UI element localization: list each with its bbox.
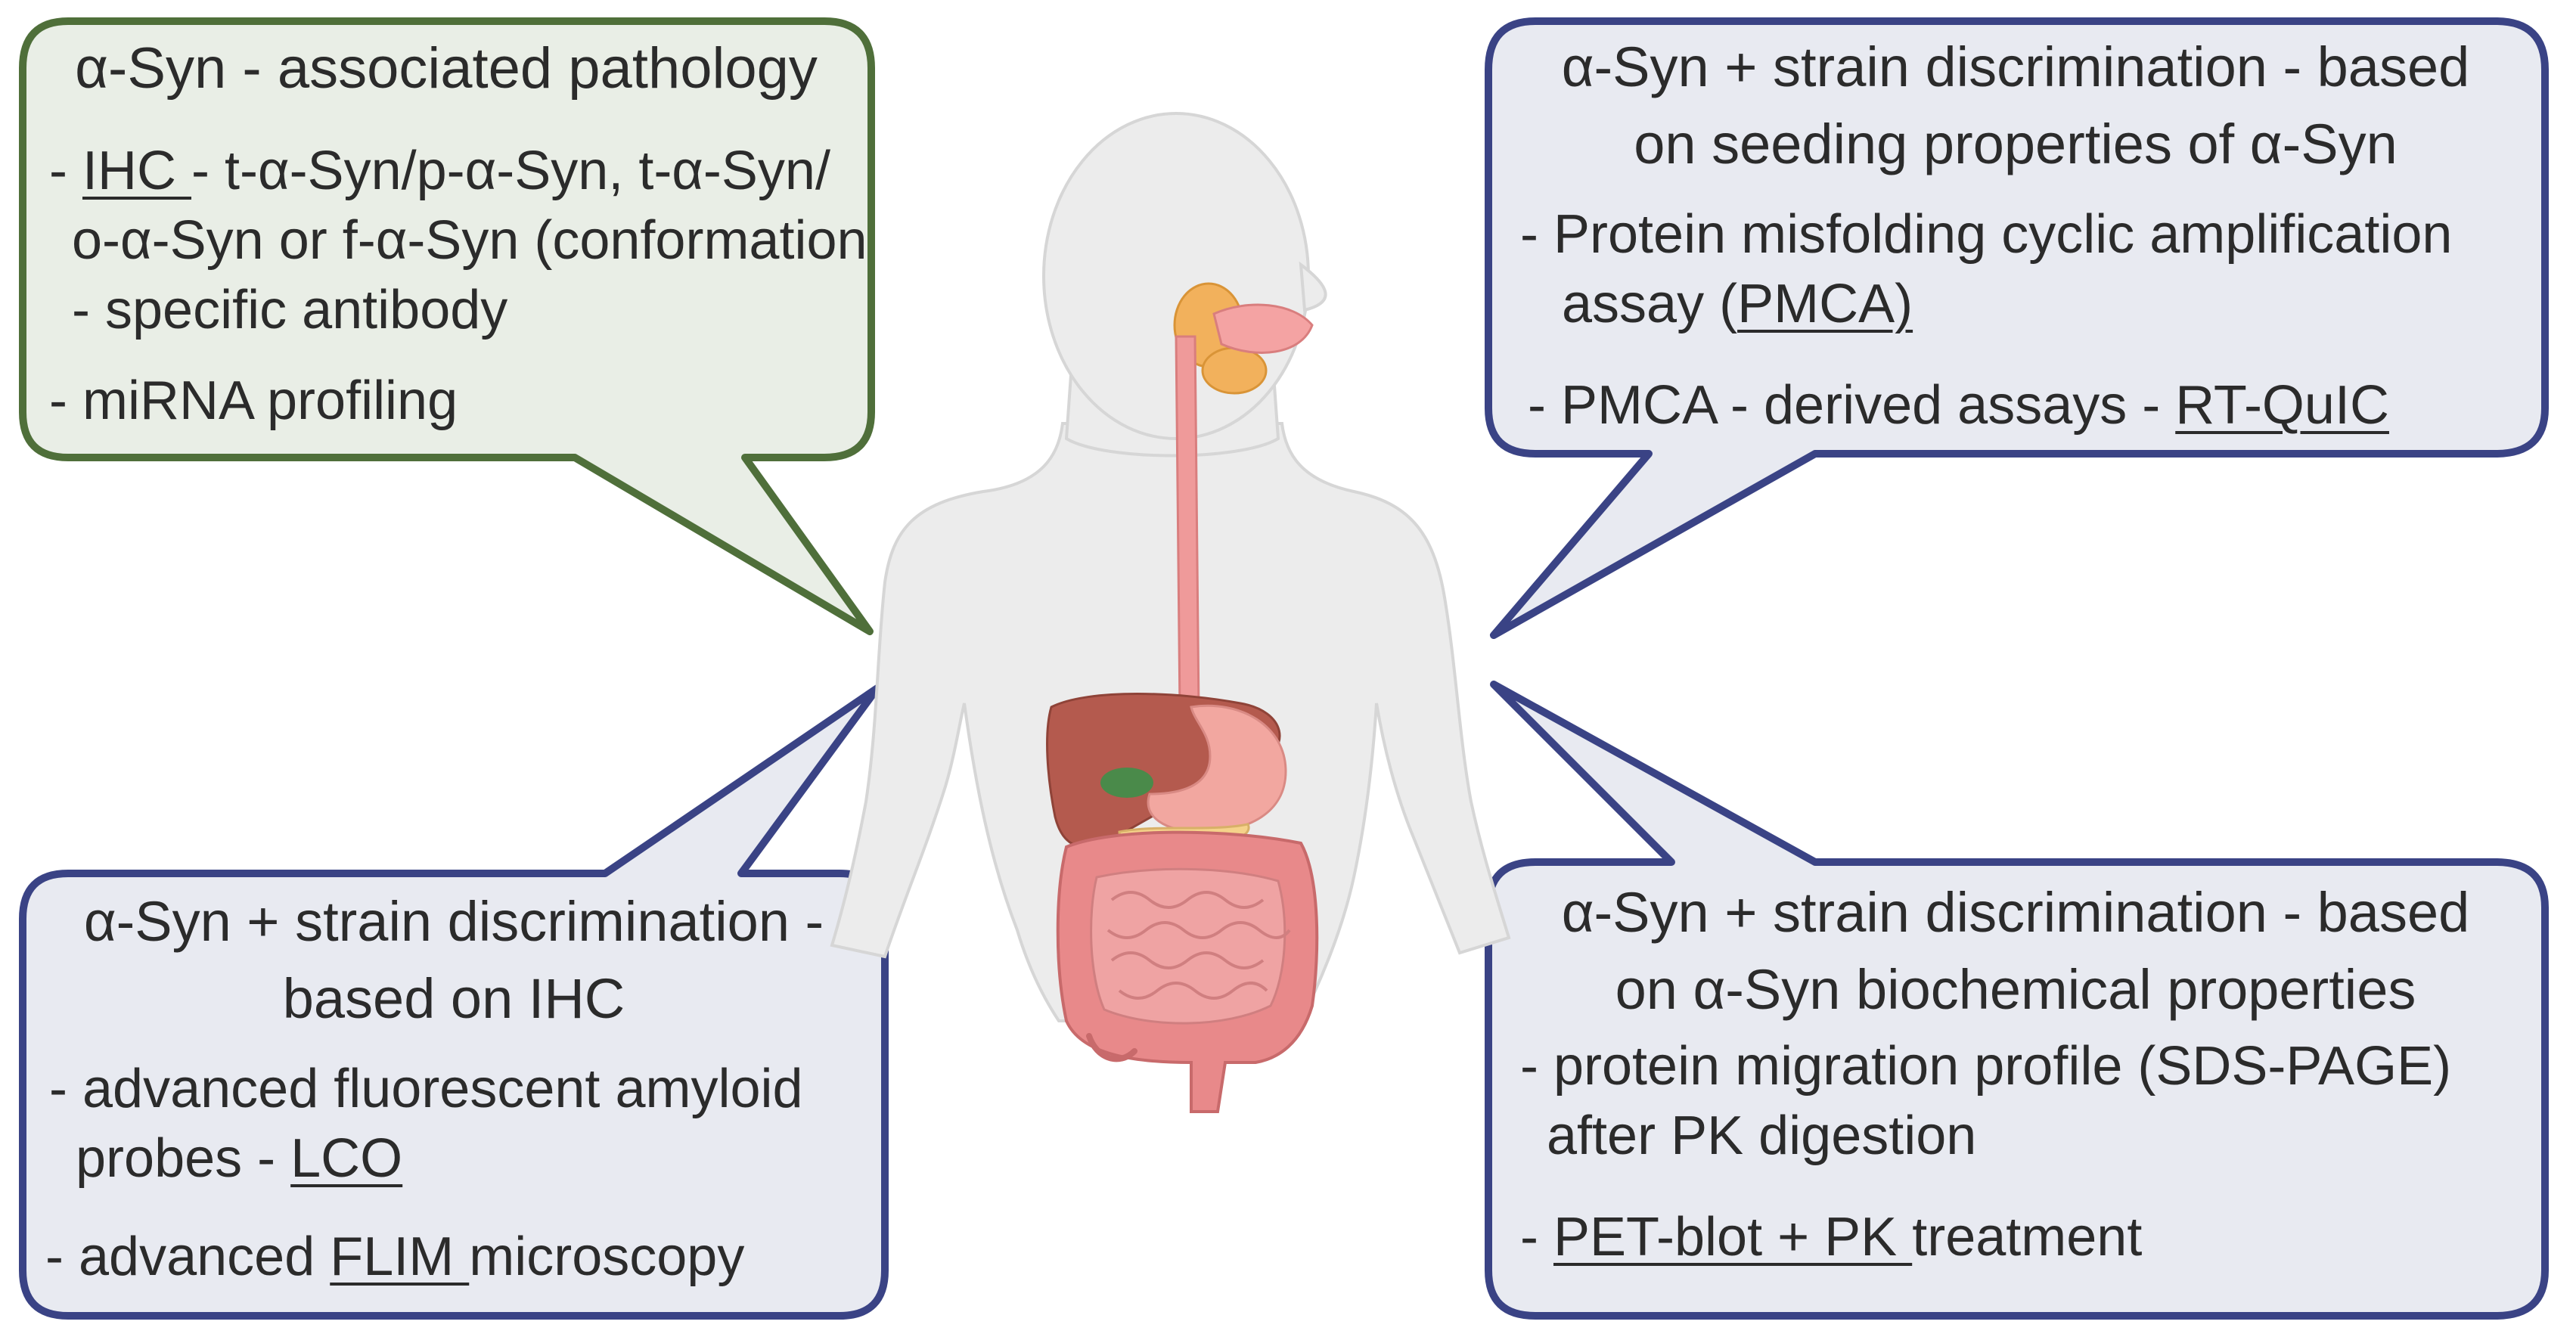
panel-bottom-left-line2: probes - LCO (76, 1128, 403, 1189)
panel-bottom-left-line3: - advanced FLIM microscopy (45, 1227, 745, 1287)
panel-top-right-title-2: on seeding properties of α-Syn (1634, 113, 2398, 175)
panel-top-left-title: α-Syn - associated pathology (75, 36, 818, 101)
gallbladder-icon (1100, 768, 1153, 798)
panel-bottom-right-title-2: on α-Syn biochemical properties (1615, 958, 2416, 1021)
pet-blot-link[interactable]: PET-blot + PK (1553, 1207, 1913, 1267)
callout-top-left (19, 17, 875, 635)
esophagus-icon (1175, 335, 1200, 712)
panel-bottom-right-line2: after PK digestion (1547, 1106, 1977, 1166)
panel-bottom-right-title-1: α-Syn + strain discrimination - based (1561, 881, 2470, 944)
callout-top-right (1485, 17, 2549, 639)
panel-bottom-left-title-1: α-Syn + strain discrimination - (83, 890, 824, 953)
panel-bottom-right-line3: - PET-blot + PK treatment (1520, 1207, 2143, 1267)
panel-top-right-line3: - PMCA - derived assays - RT-QuIC (1528, 375, 2389, 436)
oral-cavity-icon (1212, 303, 1314, 354)
panel-top-left-line1: - IHC - t-α-Syn/p-α-Syn, t-α-Syn/ (49, 141, 830, 201)
digestive-system-icon (1046, 282, 1319, 1113)
panel-top-left-line3: - specific antibody (72, 280, 508, 340)
rt-quic-link[interactable]: RT-QuIC (2175, 375, 2389, 436)
panel-top-left-line4: - miRNA profiling (49, 371, 458, 431)
lco-link[interactable]: LCO (290, 1128, 403, 1189)
ihc-link[interactable]: IHC (82, 141, 191, 201)
panel-top-right-line1: - Protein misfolding cyclic amplificatio… (1520, 204, 2453, 265)
panel-bottom-left-title-2: based on IHC (282, 967, 625, 1030)
panel-top-left-line2: o-α-Syn or f-α-Syn (conformation (72, 210, 867, 271)
panel-top-right-title-1: α-Syn + strain discrimination - based (1561, 36, 2470, 98)
flim-link[interactable]: FLIM (330, 1227, 470, 1287)
panel-bottom-left-line1: - advanced fluorescent amyloid (49, 1059, 803, 1119)
small-intestine-icon (1090, 867, 1286, 1025)
panel-top-right-line2: assay (PMCA) (1562, 274, 1913, 334)
appendix-icon (1086, 1033, 1137, 1062)
pmca-link[interactable]: PMCA) (1737, 274, 1913, 334)
panel-bottom-right-line1: - protein migration profile (SDS-PAGE) (1520, 1036, 2452, 1097)
